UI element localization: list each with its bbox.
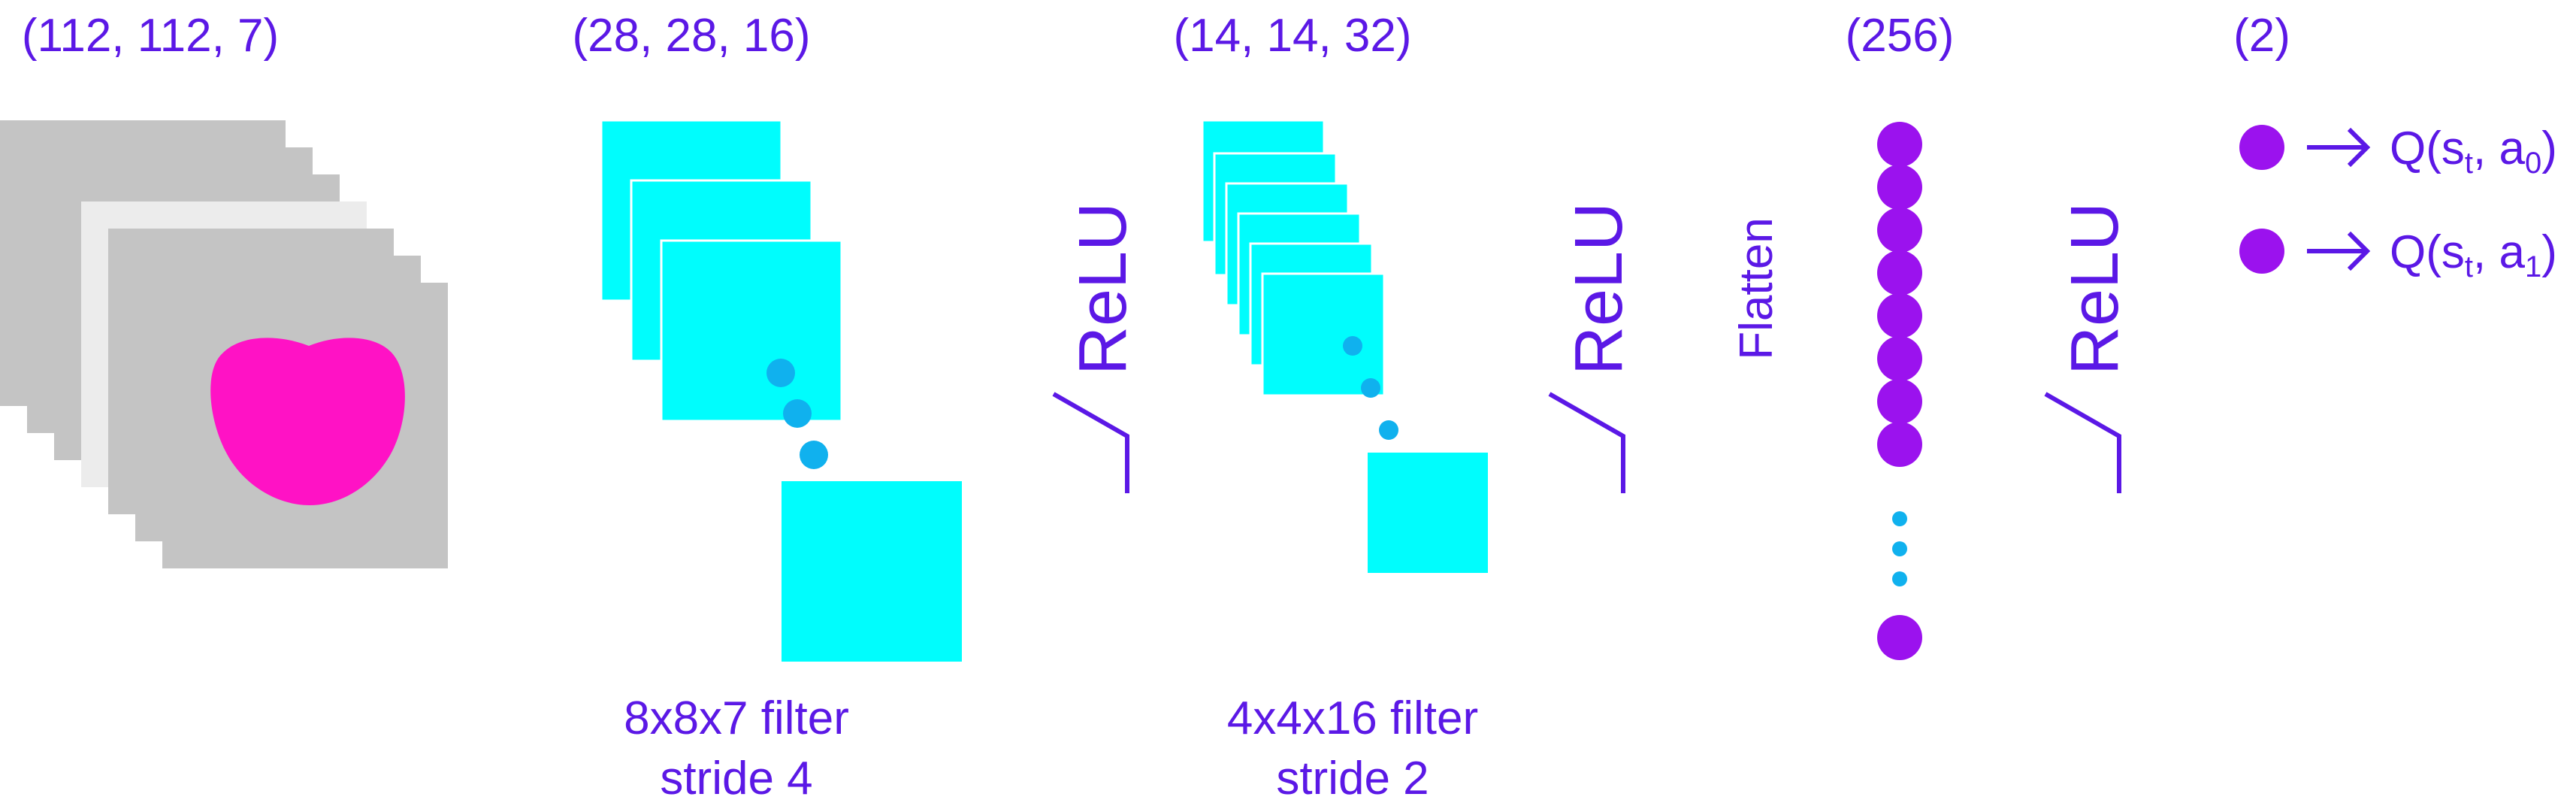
neuron <box>1877 336 1922 381</box>
ellipsis-dot <box>1892 541 1907 556</box>
ellipsis-dot <box>1892 571 1907 586</box>
conv2-filter-label: 4x4x16 filter <box>1227 692 1478 744</box>
relu-label: ReLU <box>2057 202 2133 375</box>
relu-curve-icon <box>2044 392 2121 493</box>
neuron <box>1877 208 1922 253</box>
relu-2: ReLU <box>1548 202 1637 493</box>
ellipsis-dot <box>800 441 828 469</box>
conv2-feature-maps <box>1201 119 1488 573</box>
neuron <box>1877 615 1922 660</box>
neuron <box>1877 250 1922 295</box>
relu-curve-icon <box>1548 392 1625 493</box>
input-frame-stack <box>0 120 448 568</box>
output-row: Q(st, a1) <box>2239 226 2557 283</box>
output-neuron <box>2239 229 2284 274</box>
output-shape-label: (2) <box>2233 10 2290 62</box>
right-arrow-icon <box>2307 231 2371 271</box>
conv1-shape-label: (28, 28, 16) <box>572 10 810 62</box>
relu-label: ReLU <box>1066 202 1141 375</box>
relu-label: ReLU <box>1562 202 1637 375</box>
conv1-filter-label: 8x8x7 filter <box>624 692 849 744</box>
heart-icon <box>210 338 405 505</box>
neuron <box>1877 379 1922 424</box>
feature-map <box>1368 453 1488 573</box>
ellipsis-dot <box>1892 511 1907 526</box>
feature-map <box>782 481 962 662</box>
dense-shape-label: (256) <box>1846 10 1955 62</box>
ellipsis-dot <box>1343 336 1362 356</box>
conv2-shape-label: (14, 14, 32) <box>1173 10 1411 62</box>
relu-3: ReLU <box>2044 202 2133 493</box>
flatten-label: Flatten <box>1731 217 1782 360</box>
ellipsis-dot <box>783 399 812 428</box>
q-value-label: Q(st, a1) <box>2390 226 2557 283</box>
right-arrow-icon <box>2307 127 2371 168</box>
neuron <box>1877 122 1922 167</box>
relu-1: ReLU <box>1052 202 1141 493</box>
conv2-stride-label: stride 2 <box>1276 753 1429 804</box>
conv1-stride-label: stride 4 <box>660 753 812 804</box>
relu-curve-icon <box>1052 392 1129 493</box>
ellipsis-dot <box>766 359 795 387</box>
output-neuron <box>2239 125 2284 170</box>
neuron <box>1877 422 1922 467</box>
dense-layer <box>1877 122 1922 660</box>
neuron <box>1877 293 1922 338</box>
output-row: Q(st, a0) <box>2239 123 2557 180</box>
q-value-label: Q(st, a0) <box>2390 123 2557 180</box>
feature-map <box>1261 272 1386 397</box>
input-shape-label: (112, 112, 7) <box>22 10 279 62</box>
ellipsis-dot <box>1361 378 1380 398</box>
feature-map <box>660 239 843 423</box>
ellipsis-dot <box>1379 420 1398 440</box>
neuron <box>1877 165 1922 210</box>
conv1-feature-maps <box>600 119 962 662</box>
